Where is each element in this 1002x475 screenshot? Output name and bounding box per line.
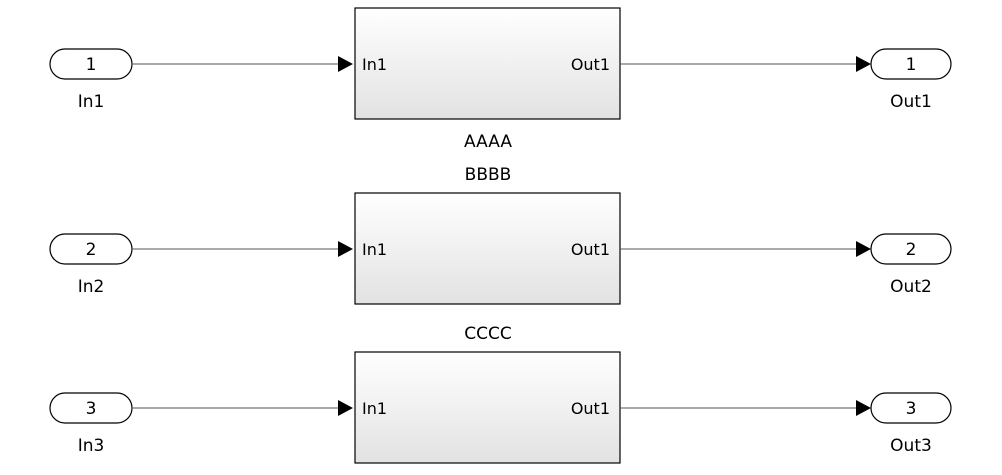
arrowhead-in-1 xyxy=(338,56,353,72)
subsystem-in-port-label-cccc: In1 xyxy=(362,399,387,418)
inport-name-2: In2 xyxy=(78,277,105,297)
subsystem-shape-cccc[interactable] xyxy=(354,351,621,464)
inport-block-3[interactable]: 3 xyxy=(49,392,133,424)
subsystem-shape-aaaa[interactable] xyxy=(354,7,621,120)
outport-number-1: 1 xyxy=(906,55,917,75)
row-2: BBBB 2 In2 In1 Out1 2 Out2 xyxy=(49,165,952,305)
arrowhead-in-2 xyxy=(338,241,353,257)
subsystem-name-cccc: CCCC xyxy=(464,324,511,344)
inport-block-2[interactable]: 2 xyxy=(49,233,133,265)
subsystem-name-bbbb: BBBB xyxy=(465,165,512,185)
subsystem-block-bbbb[interactable]: In1 Out1 xyxy=(354,192,621,305)
subsystem-shape-bbbb[interactable] xyxy=(354,192,621,305)
inport-name-3: In3 xyxy=(78,436,105,456)
subsystem-name-aaaa: AAAA xyxy=(464,132,512,152)
inport-number-2: 2 xyxy=(86,240,97,260)
subsystem-in-port-label-aaaa: In1 xyxy=(362,55,387,74)
outport-number-2: 2 xyxy=(906,240,917,260)
outport-number-3: 3 xyxy=(906,399,917,419)
outport-name-1: Out1 xyxy=(890,92,932,112)
subsystem-block-cccc[interactable]: In1 Out1 xyxy=(354,351,621,464)
row-3: CCCC 3 In3 In1 Out1 3 Out3 xyxy=(49,324,952,464)
inport-number-3: 3 xyxy=(86,399,97,419)
arrowhead-out-3 xyxy=(856,400,871,416)
outport-block-1[interactable]: 1 xyxy=(870,48,952,80)
arrowhead-out-2 xyxy=(856,241,871,257)
subsystem-out-port-label-bbbb: Out1 xyxy=(571,240,610,259)
arrowhead-in-3 xyxy=(338,400,353,416)
outport-block-2[interactable]: 2 xyxy=(870,233,952,265)
outport-shape-1[interactable] xyxy=(870,48,952,80)
outport-block-3[interactable]: 3 xyxy=(870,392,952,424)
outport-shape-3[interactable] xyxy=(870,392,952,424)
subsystem-in-port-label-bbbb: In1 xyxy=(362,240,387,259)
outport-shape-2[interactable] xyxy=(870,233,952,265)
row-1: 1 In1 In1 Out1 AAAA 1 Out1 xyxy=(49,7,952,152)
subsystem-block-aaaa[interactable]: In1 Out1 xyxy=(354,7,621,120)
outport-name-3: Out3 xyxy=(890,436,932,456)
inport-number-1: 1 xyxy=(86,55,97,75)
outport-name-2: Out2 xyxy=(890,277,932,297)
arrowhead-out-1 xyxy=(856,56,871,72)
inport-block-1[interactable]: 1 xyxy=(49,48,133,80)
inport-name-1: In1 xyxy=(78,92,105,112)
subsystem-out-port-label-aaaa: Out1 xyxy=(571,55,610,74)
subsystem-out-port-label-cccc: Out1 xyxy=(571,399,610,418)
